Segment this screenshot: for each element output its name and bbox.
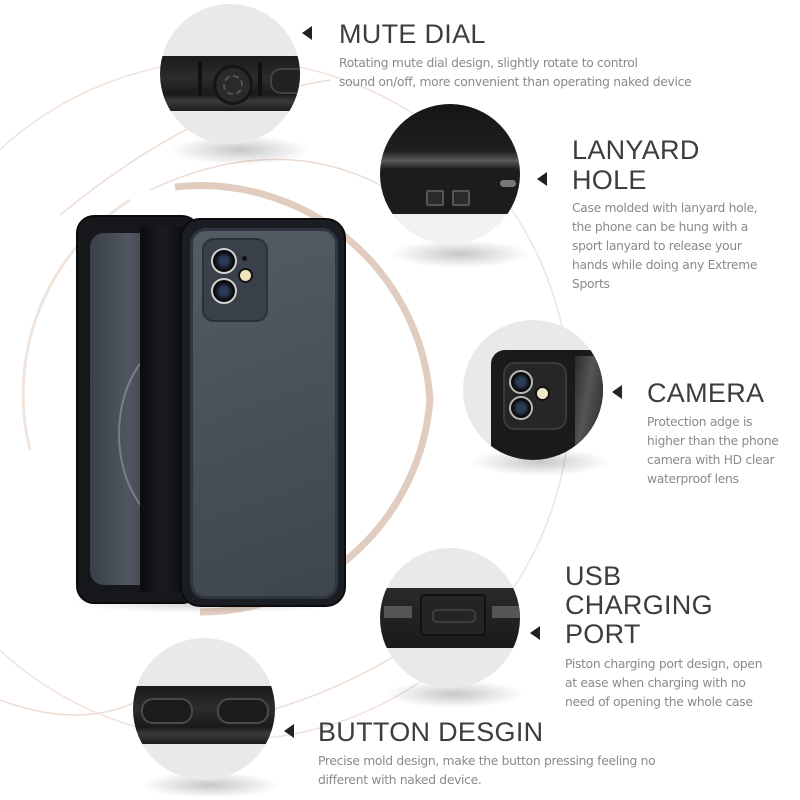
- mute-dial-title: MUTE DIAL: [339, 19, 486, 49]
- lanyard-hole-description-line-4: hands while doing any Extreme: [572, 258, 758, 272]
- flash-icon: [535, 386, 550, 401]
- charging-port-plug: [420, 594, 486, 636]
- usb-port-description-line-1: Piston charging port design, open: [565, 657, 763, 671]
- lanyard-hole-title-line-1: LANYARD: [572, 135, 700, 165]
- phone-case-front-frame: [76, 215, 252, 604]
- mute-dial-description-line-2: sound on/off, more convenient than opera…: [339, 75, 692, 89]
- phone-case-back: [180, 218, 346, 607]
- button-design-description-line-2: different with naked device.: [318, 773, 482, 787]
- camera-lens-icon: [509, 370, 533, 394]
- pointer-arrow-icon: [537, 172, 547, 186]
- mute-dial-detail-image: [160, 4, 300, 144]
- usb-charging-port-detail-image: [380, 548, 520, 688]
- pointer-arrow-icon: [284, 724, 294, 738]
- usb-port-title-line-1: USB: [565, 561, 622, 591]
- pointer-arrow-icon: [530, 626, 540, 640]
- speaker-holes-icon: [384, 606, 412, 618]
- camera-title: CAMERA: [647, 378, 765, 408]
- volume-button-icon: [141, 698, 193, 724]
- circle-shadow: [390, 240, 530, 268]
- lanyard-hole-detail-image: [380, 104, 520, 244]
- mute-dial-description-line-1: Rotating mute dial design, slightly rota…: [339, 56, 638, 70]
- button-design-detail-image: [133, 638, 275, 780]
- mute-dial-icon: [213, 65, 253, 105]
- lanyard-hole-icon: [426, 190, 444, 206]
- camera-lens-icon: [211, 248, 237, 274]
- camera-lens-icon: [509, 396, 533, 420]
- lanyard-hole-title-line-2: HOLE: [572, 165, 647, 195]
- pointer-arrow-icon: [302, 26, 312, 40]
- volume-button-icon: [217, 698, 269, 724]
- pointer-arrow-icon: [612, 385, 622, 399]
- camera-detail-image: [463, 320, 603, 460]
- usb-port-title-line-2: CHARGING: [565, 590, 713, 620]
- lanyard-hole-description-line-1: Case molded with lanyard hole,: [572, 201, 758, 215]
- speaker-holes-icon: [492, 606, 520, 618]
- case-corner: [380, 104, 520, 214]
- camera-description-line-3: camera with HD clear: [647, 453, 775, 467]
- camera-description-line-4: waterproof lens: [647, 472, 739, 486]
- flash-icon: [238, 268, 253, 283]
- lanyard-hole-icon: [452, 190, 470, 206]
- usb-port-description-line-3: need of opening the whole case: [565, 695, 753, 709]
- button-icon: [270, 68, 300, 94]
- lanyard-hole-description-line-5: Sports: [572, 277, 610, 291]
- lanyard-hole-description-line-3: sport lanyard to release your: [572, 239, 742, 253]
- camera-lens-icon: [211, 278, 237, 304]
- camera-description-line-2: higher than the phone: [647, 434, 779, 448]
- usb-port-description-line-2: at ease when charging with no: [565, 676, 746, 690]
- button-design-title: BUTTON DESGIN: [318, 717, 544, 747]
- button-design-description-line-1: Precise mold design, make the button pre…: [318, 754, 656, 768]
- camera-description-line-1: Protection adge is: [647, 415, 753, 429]
- usb-port-title-line-3: PORT: [565, 619, 641, 649]
- camera-module: [202, 238, 268, 322]
- lanyard-hole-description-line-2: the phone can be hung with a: [572, 220, 748, 234]
